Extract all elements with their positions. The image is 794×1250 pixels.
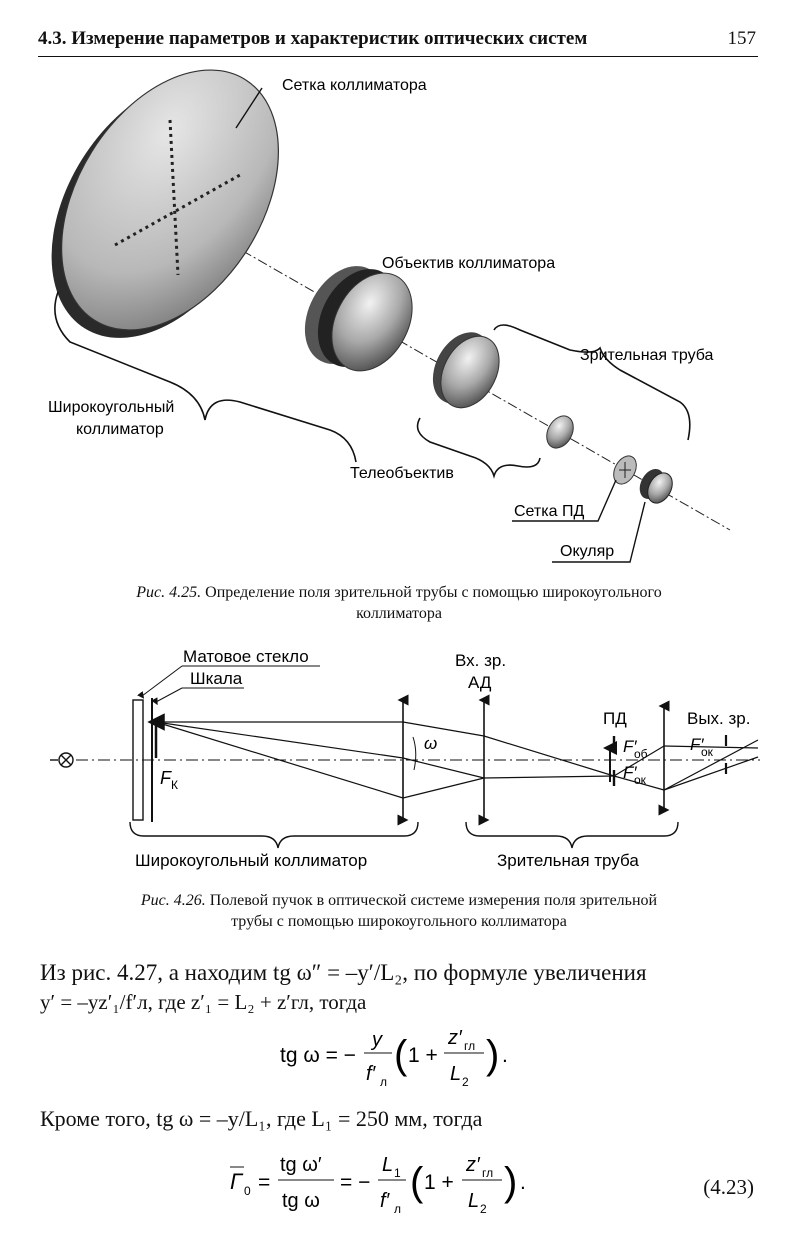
svg-text:): )	[486, 1033, 499, 1077]
brace-collimator-2	[129, 821, 419, 849]
svg-text:f′: f′	[366, 1063, 377, 1085]
collimator-objective	[304, 266, 413, 372]
collimator-reticle-disc	[51, 69, 279, 338]
svg-text:ок: ок	[634, 773, 647, 787]
figure-4-25-caption: Рис. 4.25. Определение поля зрительной т…	[40, 582, 758, 624]
figure-4-26-caption: Рис. 4.26. Полевой пучок в оптической си…	[40, 890, 758, 932]
svg-text:L: L	[382, 1154, 393, 1176]
label-wide-angle-collimator-1: Широкоугольный	[48, 399, 174, 416]
svg-text:L: L	[450, 1063, 461, 1085]
label-wide-angle-collimator-2: коллиматор	[76, 421, 164, 438]
light-source-icon	[50, 752, 74, 768]
svg-text:tg ω′: tg ω′	[280, 1154, 322, 1176]
caption-2-line-1: Полевой пучок в оптической системе измер…	[209, 892, 658, 909]
svg-text:tg ω: tg ω	[282, 1190, 320, 1212]
label-entrance-pupil-1: Вх. зр.	[455, 651, 506, 670]
brace-telescope-2	[465, 821, 679, 849]
label-fok: F′	[623, 763, 637, 782]
svg-text:(: (	[394, 1033, 408, 1077]
svg-text:): )	[504, 1160, 517, 1204]
label-exit-pupil: Вых. зр.	[687, 709, 750, 728]
brace-telephoto	[416, 417, 541, 479]
label-collimator-objective: Объектив коллиматора	[382, 255, 555, 272]
svg-text:1 +: 1 +	[408, 1044, 438, 1067]
caption-label: Рис. 4.25.	[136, 584, 202, 601]
label-scale: Шкала	[190, 669, 243, 688]
header-rule	[38, 56, 758, 57]
telephoto-lens	[432, 332, 500, 409]
svg-text:=: =	[258, 1171, 270, 1194]
page-number: 157	[727, 28, 757, 49]
caption-line-1: Определение поля зрительной трубы с помо…	[205, 584, 662, 601]
label-fok-2: F′	[690, 735, 704, 754]
svg-text:0: 0	[244, 1184, 251, 1198]
label-brace-telescope: Зрительная труба	[497, 851, 639, 870]
brace-wide-angle-collimator	[54, 291, 357, 463]
svg-text:z′: z′	[465, 1154, 481, 1176]
label-omega: ω	[424, 734, 437, 753]
caption-label-2: Рис. 4.26.	[140, 892, 206, 909]
running-header-title: 4.3. Измерение параметров и характеристи…	[38, 28, 588, 49]
label-brace-collimator: Широкоугольный коллиматор	[135, 851, 367, 870]
label-entrance-pupil-2: АД	[468, 673, 492, 692]
caption-2-line-2: трубы с помощью широкоугольного коллимат…	[231, 913, 567, 930]
svg-text:1: 1	[394, 1166, 401, 1180]
svg-text:z′: z′	[447, 1027, 463, 1049]
svg-text:об: об	[634, 747, 648, 761]
svg-text:2: 2	[480, 1202, 487, 1216]
optical-axis	[179, 214, 731, 531]
svg-text:л: л	[394, 1202, 401, 1216]
svg-text:f′: f′	[380, 1190, 391, 1212]
svg-text:К: К	[171, 778, 178, 792]
svg-text:y: y	[370, 1029, 383, 1051]
figure-4-26: Матовое стекло Шкала F К ω В	[50, 647, 760, 870]
label-fob: F′	[623, 737, 637, 756]
label-collimator-reticle: Сетка коллиматора	[282, 77, 427, 94]
label-fk: F	[160, 768, 172, 788]
svg-text:гл: гл	[482, 1166, 493, 1180]
field-stop-reticle	[613, 455, 637, 485]
label-eyepiece: Окуляр	[560, 543, 614, 560]
svg-text:ок: ок	[701, 745, 714, 759]
svg-text:.: .	[520, 1171, 526, 1194]
label-field-stop: ПД	[603, 709, 627, 728]
formula-magnification: Γ 0 = tg ω′ tg ω = − L 1 f′ л ( 1 + z′ г…	[230, 1154, 526, 1216]
svg-text:.: .	[502, 1044, 508, 1067]
label-telescope: Зрительная труба	[580, 347, 714, 364]
svg-text:2: 2	[462, 1075, 469, 1089]
svg-text:гл: гл	[464, 1039, 475, 1053]
label-field-stop-reticle: Сетка ПД	[514, 503, 584, 520]
svg-text:(: (	[410, 1160, 424, 1204]
label-matte-glass: Матовое стекло	[183, 647, 309, 666]
svg-text:Γ: Γ	[230, 1169, 244, 1194]
brace-telescope	[493, 324, 691, 441]
paragraph-2: Кроме того, tg ω = –y/L₁, где L₁ = 250 м…	[40, 1106, 483, 1131]
figure-4-25: Сетка коллиматора Объектив коллиматора Ш…	[48, 69, 731, 563]
svg-text:1 +: 1 +	[424, 1171, 454, 1194]
svg-text:L: L	[468, 1190, 479, 1212]
label-telephoto: Телеобъектив	[350, 465, 454, 482]
small-lens	[546, 415, 574, 449]
formula-tg-omega: tg ω = − y f′ л ( 1 + z′ гл L 2 ) .	[280, 1027, 508, 1089]
paragraph-1-line-2: y′ = –yz′₁/f′л, где z′₁ = L₂ + z′гл, тог…	[40, 990, 367, 1014]
svg-text:л: л	[380, 1075, 387, 1089]
caption-line-2: коллиматора	[356, 605, 442, 622]
equation-number: (4.23)	[703, 1175, 754, 1199]
eyepiece	[639, 468, 673, 504]
paragraph-1-line-1: Из рис. 4.27, а находим tg ω″ = –y′/L₂, …	[40, 960, 647, 985]
svg-text:= −: = −	[340, 1171, 370, 1194]
ray-bundle	[155, 721, 759, 799]
leader-reticle	[235, 87, 263, 129]
svg-text:tg ω = −: tg ω = −	[280, 1044, 356, 1067]
